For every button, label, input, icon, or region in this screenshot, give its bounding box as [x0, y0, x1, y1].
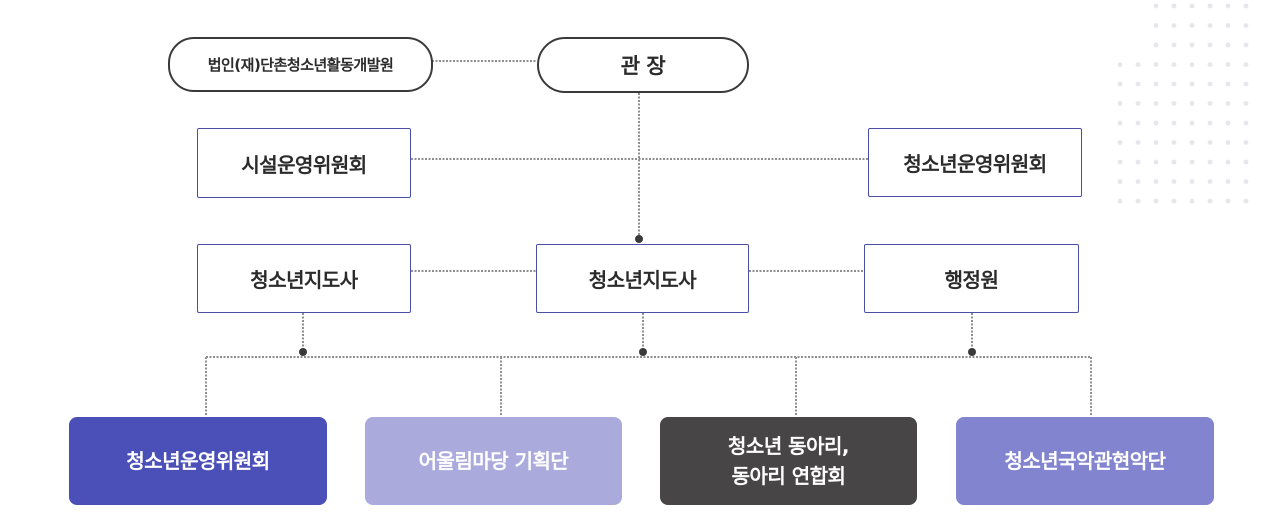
team-eoullim-planning-label: 어울림마당 기획단 — [418, 449, 569, 473]
team-eoullim-planning: 어울림마당 기획단 — [365, 417, 622, 505]
youth-committee-top-node: 청소년운영위원회 — [868, 128, 1082, 197]
facility-committee-node: 시설운영위원회 — [197, 128, 411, 198]
team-youth-committee: 청소년운영위원회 — [69, 417, 327, 505]
team-youth-committee-label: 청소년운영위원회 — [126, 449, 270, 473]
instructor-center-node: 청소년지도사 — [536, 244, 749, 313]
connector-dot — [635, 235, 643, 243]
team-gugak-orchestra-label: 청소년국악관현악단 — [1004, 449, 1166, 473]
team-youth-clubs-label-line1: 청소년 동아리, — [728, 434, 849, 458]
team-youth-clubs: 청소년 동아리, 동아리 연합회 — [660, 417, 917, 505]
connector-dot — [968, 348, 976, 356]
youth-committee-top-label: 청소년운영위원회 — [903, 152, 1047, 176]
facility-committee-label: 시설운영위원회 — [241, 152, 367, 177]
connector-dot — [639, 348, 647, 356]
instructor-left-node: 청소년지도사 — [197, 244, 411, 313]
instructor-center-label: 청소년지도사 — [588, 268, 697, 292]
admin-node: 행정원 — [864, 244, 1079, 313]
director-node: 관 장 — [537, 37, 749, 93]
admin-label: 행정원 — [944, 268, 999, 292]
instructor-left-label: 청소년지도사 — [250, 268, 358, 292]
connector-dot — [299, 348, 307, 356]
team-youth-clubs-label-line2: 동아리 연합회 — [731, 464, 846, 488]
foundation-node: 법인(재)단촌청소년활동개발원 — [168, 37, 433, 92]
foundation-label: 법인(재)단촌청소년활동개발원 — [207, 56, 394, 74]
team-gugak-orchestra: 청소년국악관현악단 — [956, 417, 1214, 505]
director-label: 관 장 — [620, 54, 666, 78]
